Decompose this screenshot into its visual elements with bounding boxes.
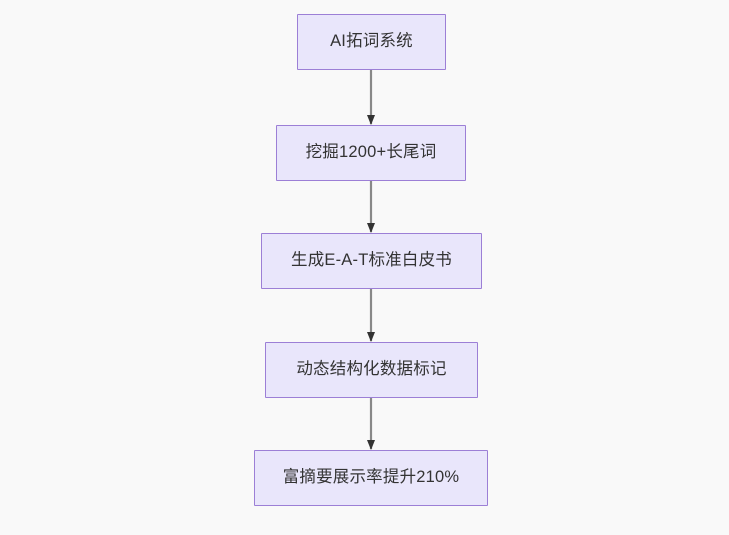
flowchart-node-ai-keyword-system[interactable]: AI拓词系统 bbox=[297, 14, 446, 70]
flowchart-node-rich-snippet-impression-lift[interactable]: 富摘要展示率提升210% bbox=[254, 450, 488, 506]
flowchart-node-generate-eat-whitepaper[interactable]: 生成E-A-T标准白皮书 bbox=[261, 233, 482, 289]
node-label: 富摘要展示率提升210% bbox=[282, 468, 460, 487]
flowchart-node-mine-longtail-keywords[interactable]: 挖掘1200+长尾词 bbox=[276, 125, 466, 181]
node-label: 动态结构化数据标记 bbox=[296, 360, 447, 379]
node-label: AI拓词系统 bbox=[330, 32, 413, 51]
node-label: 生成E-A-T标准白皮书 bbox=[291, 251, 452, 270]
node-label: 挖掘1200+长尾词 bbox=[305, 143, 437, 162]
flowchart-node-dynamic-structured-data-markup[interactable]: 动态结构化数据标记 bbox=[265, 342, 478, 398]
